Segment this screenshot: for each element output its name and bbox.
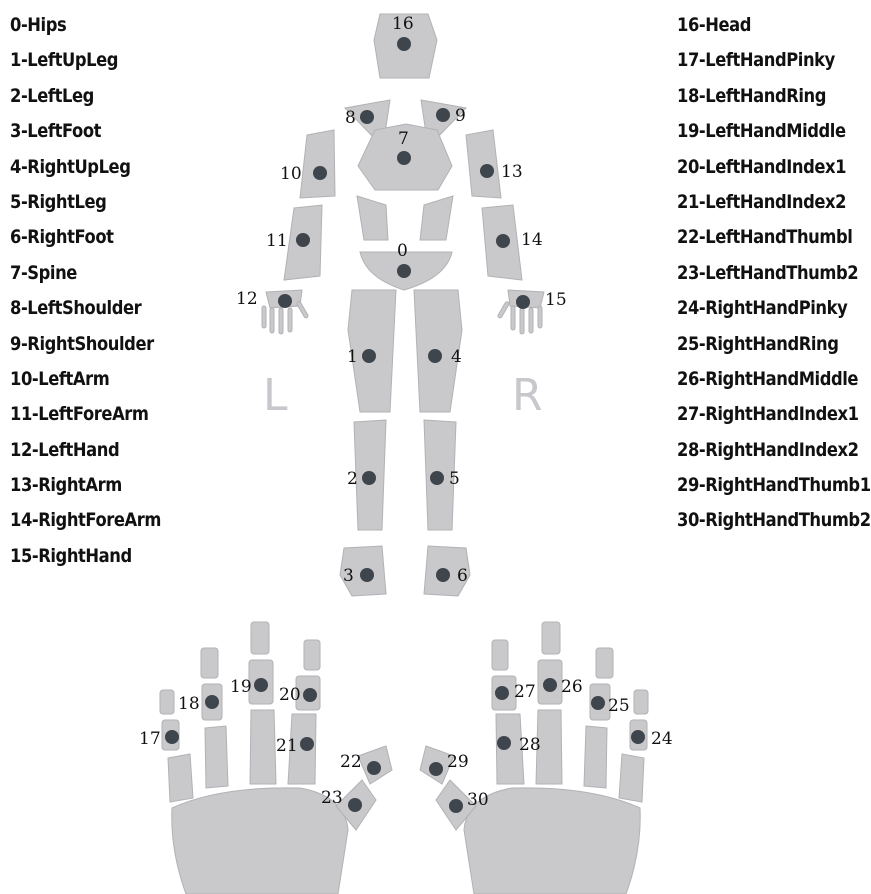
right-abdomen-shape — [420, 196, 453, 240]
joint-dot-11 — [296, 233, 310, 247]
joint-number-23: 23 — [321, 788, 343, 808]
joint-dot-28 — [497, 736, 511, 750]
joint-number-16: 16 — [392, 14, 414, 34]
joint-dot-25 — [591, 696, 605, 710]
joint-dot-1 — [362, 349, 376, 363]
joint-dot-21 — [300, 737, 314, 751]
joint-number-8: 8 — [345, 108, 356, 128]
joint-dot-13 — [480, 164, 494, 178]
joint-number-24: 24 — [651, 729, 673, 749]
joint-dot-8 — [360, 110, 374, 124]
joint-number-12: 12 — [236, 289, 258, 309]
joint-number-19: 19 — [230, 677, 252, 697]
joint-number-0: 0 — [397, 241, 408, 261]
joint-number-7: 7 — [398, 129, 409, 149]
joint-dot-2 — [362, 471, 376, 485]
joint-number-11: 11 — [266, 231, 288, 251]
joint-dot-18 — [205, 695, 219, 709]
joint-dot-24 — [631, 730, 645, 744]
joint-number-22: 22 — [340, 752, 362, 772]
joint-number-15: 15 — [545, 290, 567, 310]
joint-number-18: 18 — [178, 694, 200, 714]
joint-number-17: 17 — [139, 729, 161, 749]
joint-dot-5 — [430, 471, 444, 485]
joint-number-9: 9 — [455, 106, 466, 126]
joint-number-6: 6 — [457, 566, 468, 586]
joint-dot-9 — [436, 108, 450, 122]
left-abdomen-shape — [357, 196, 388, 240]
joint-number-13: 13 — [501, 162, 523, 182]
joint-dot-7 — [397, 151, 411, 165]
joint-number-25: 25 — [608, 696, 630, 716]
joint-number-2: 2 — [347, 469, 358, 489]
joint-number-5: 5 — [449, 469, 460, 489]
joint-dot-29 — [429, 762, 443, 776]
joint-dot-6 — [436, 568, 450, 582]
joint-dot-15 — [516, 295, 530, 309]
joint-dot-23 — [348, 798, 362, 812]
joint-dot-22 — [367, 761, 381, 775]
joint-dot-14 — [496, 234, 510, 248]
joint-number-30: 30 — [467, 790, 489, 810]
joint-number-14: 14 — [521, 230, 543, 250]
left-arm-shape — [300, 130, 335, 198]
joint-number-29: 29 — [447, 752, 469, 772]
joint-dot-4 — [428, 349, 442, 363]
joint-dot-19 — [254, 678, 268, 692]
joint-dot-0 — [397, 264, 411, 278]
joint-number-28: 28 — [519, 735, 541, 755]
joint-dot-17 — [165, 730, 179, 744]
joint-dot-20 — [303, 688, 317, 702]
joint-number-4: 4 — [451, 347, 462, 367]
joint-dot-12 — [278, 294, 292, 308]
joint-dot-27 — [495, 686, 509, 700]
joint-dot-10 — [313, 166, 327, 180]
joint-number-26: 26 — [561, 677, 583, 697]
left-side-label: L — [263, 370, 288, 421]
joint-number-20: 20 — [279, 685, 301, 705]
joint-number-10: 10 — [280, 164, 302, 184]
joint-number-1: 1 — [347, 347, 358, 367]
right-side-label: R — [512, 370, 543, 421]
joint-dot-16 — [397, 37, 411, 51]
joint-number-3: 3 — [343, 566, 354, 586]
joint-dot-3 — [360, 568, 374, 582]
joint-dot-30 — [449, 799, 463, 813]
joint-dot-26 — [543, 678, 557, 692]
joint-number-21: 21 — [276, 736, 298, 756]
joint-number-27: 27 — [514, 682, 536, 702]
right-arm-shape — [466, 130, 501, 198]
